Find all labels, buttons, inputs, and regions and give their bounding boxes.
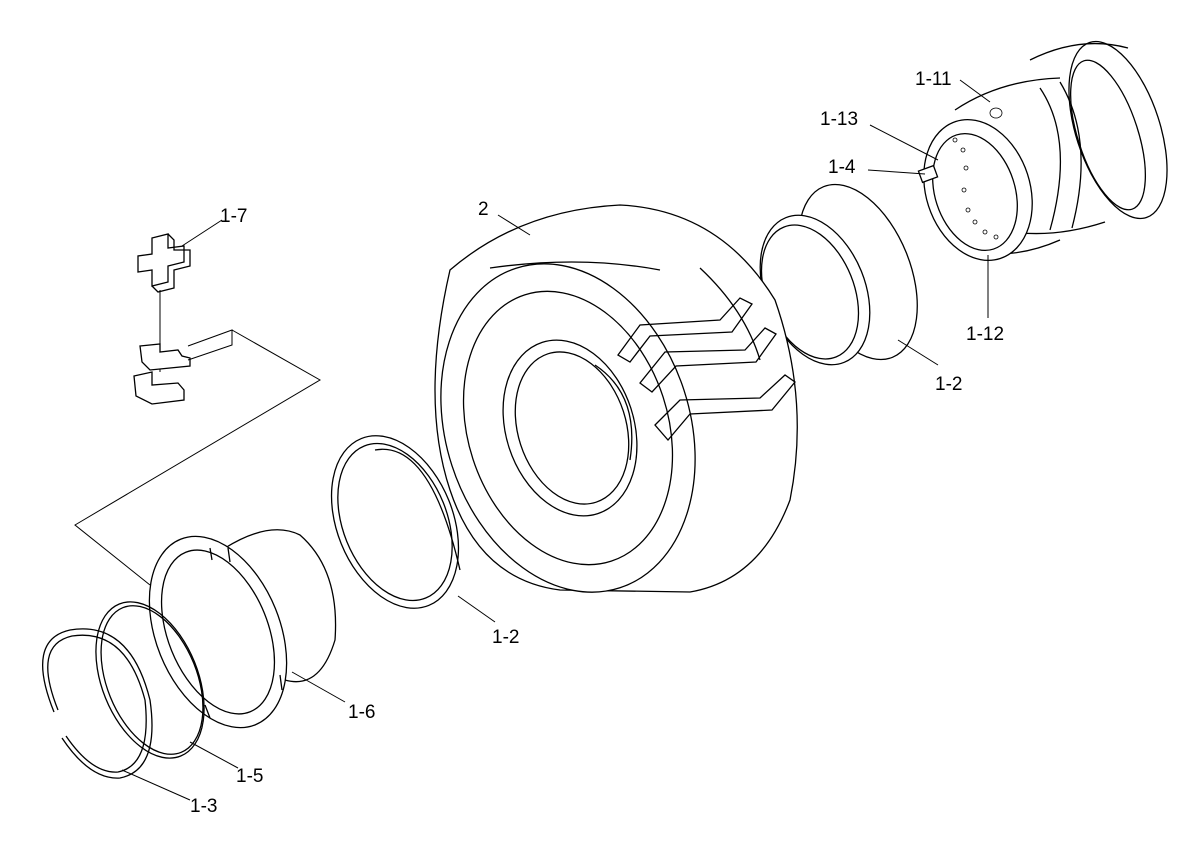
callout-lock-ring: 1-3 <box>190 796 217 817</box>
callout-tire: 2 <box>478 199 489 220</box>
callout-flap-left: 1-2 <box>492 627 519 648</box>
callout-rim-base: 1-11 <box>915 69 952 90</box>
o-ring-drawing <box>95 601 205 759</box>
callout-flap-right: 1-2 <box>935 374 962 395</box>
flap-left-drawing <box>330 435 461 609</box>
callout-valve: 1-13 <box>820 109 858 130</box>
callout-o-ring: 1-5 <box>236 766 263 787</box>
driver-key-drawing <box>74 233 321 586</box>
callout-labels: 2 1-2 1-2 1-3 1-4 1-5 1-6 1-7 1-11 1-12 … <box>190 69 1004 817</box>
key-block <box>917 164 939 184</box>
tire-drawing <box>434 204 798 593</box>
bead-seat-drawing <box>148 529 337 729</box>
lock-ring-drawing <box>42 628 153 779</box>
callout-driver-key: 1-7 <box>220 206 247 227</box>
callout-key-rim: 1-4 <box>828 157 856 178</box>
callout-bead-seat: 1-6 <box>348 702 375 723</box>
rim-base-drawing <box>917 40 1168 261</box>
leader-lines <box>121 79 991 801</box>
callout-bolt-ring: 1-12 <box>966 324 1004 345</box>
bolt-holes <box>952 137 999 240</box>
